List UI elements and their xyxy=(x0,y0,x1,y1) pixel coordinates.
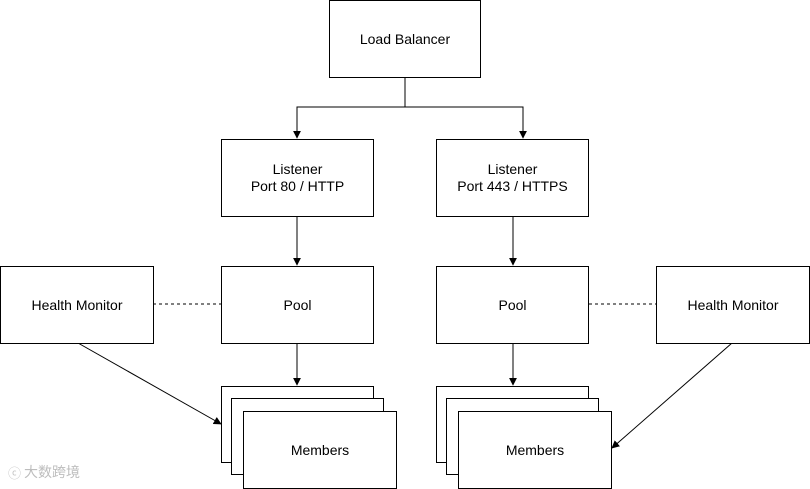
lb-to-https-branch xyxy=(405,106,527,139)
members-right-label: Members xyxy=(505,441,565,458)
members-left-box: Members xyxy=(243,411,397,489)
members-left-label: Members xyxy=(290,441,350,458)
health-monitor-left-label: Health Monitor xyxy=(31,296,123,313)
load-balancer-box: Load Balancer xyxy=(329,0,481,78)
right-monitor-to-members-arrow xyxy=(611,342,733,449)
health-monitor-right-box: Health Monitor xyxy=(656,266,810,344)
health-monitor-left-box: Health Monitor xyxy=(0,266,154,344)
watermark-text: 大数跨境 xyxy=(24,464,81,480)
listener-https-box: Listener Port 443 / HTTPS xyxy=(436,139,589,217)
pool-left-box: Pool xyxy=(221,266,374,344)
pool-left-label: Pool xyxy=(283,296,312,313)
health-monitor-right-label: Health Monitor xyxy=(687,296,779,313)
listener-http-port: Port 80 / HTTP xyxy=(250,178,345,194)
chat-bubble-logo-icon: ⓒ xyxy=(8,465,22,481)
listener-https-port: Port 443 / HTTPS xyxy=(457,178,568,194)
pool-right-box: Pool xyxy=(436,266,589,344)
lb-to-listeners-trunk xyxy=(293,77,406,139)
pool-right-label: Pool xyxy=(498,296,527,313)
load-balancer-label: Load Balancer xyxy=(359,30,451,47)
members-right-box: Members xyxy=(458,411,612,489)
left-monitor-to-members-arrow xyxy=(77,342,222,425)
listener-http-box: Listener Port 80 / HTTP xyxy=(221,139,374,217)
listener-http-title: Listener xyxy=(272,161,323,177)
watermark: ⓒ 大数跨境 xyxy=(8,462,80,482)
listener-https-title: Listener xyxy=(487,161,538,177)
